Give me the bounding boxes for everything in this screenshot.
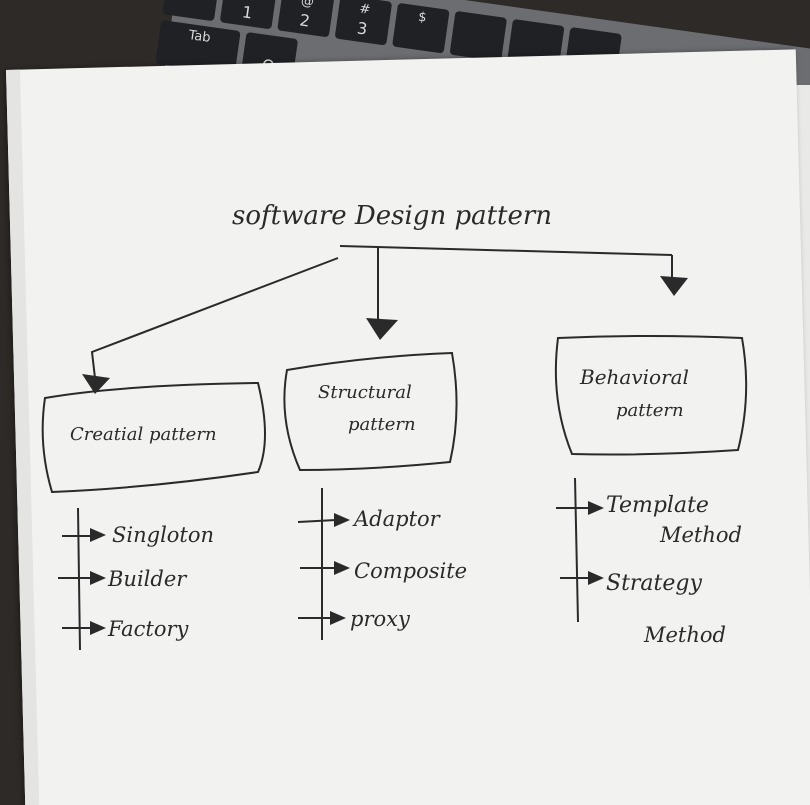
behavioral-label-line1: Behavioral [579,365,689,389]
item-singleton: Singloton [112,523,214,547]
item-template: Template [606,493,709,518]
behavioral-label-line2: pattern [616,400,684,421]
structural-label-line2: pattern [348,414,416,435]
item-factory: Factory [107,617,190,641]
diagram-title: software Design pattern [232,201,552,231]
structural-label-line1: Structural [318,382,412,403]
structural-box [283,351,458,472]
item-proxy: proxy [350,607,411,631]
item-arrowheads [90,501,604,635]
item-strategy-method: Method [643,623,726,647]
creational-box [41,381,266,494]
item-composite: Composite [354,559,467,583]
arrowheads [82,276,688,394]
item-builder: Builder [107,567,188,591]
behavioral-box [554,335,748,456]
item-template-method: Method [659,523,742,547]
item-adaptor: Adaptor [352,507,442,531]
connector-lines [90,245,673,379]
item-strategy: Strategy [606,571,702,596]
creational-label: Creatial pattern [70,424,217,445]
